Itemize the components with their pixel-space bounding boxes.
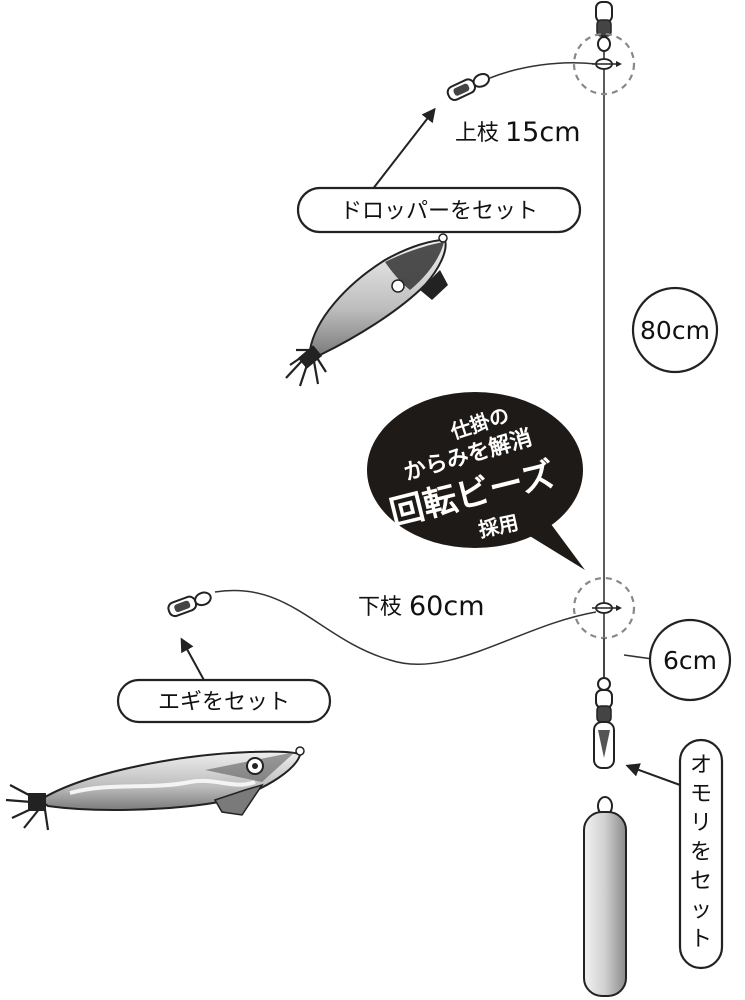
- lower-snap: [167, 591, 212, 618]
- sinker-arrow: [625, 763, 681, 786]
- upper-branch-line: [489, 62, 597, 79]
- upper-branch-text: 上枝: [455, 121, 499, 146]
- upper-branch-label: 上枝 15cm: [455, 117, 581, 148]
- upper-length-text: 15cm: [505, 117, 581, 148]
- sinker-char: ッ: [690, 898, 712, 923]
- dropper-text: ドロッパーをセット: [340, 199, 538, 224]
- egi-text: エギをセット: [158, 690, 290, 715]
- lower-branch-line: [214, 589, 597, 665]
- bottom-length-indicator: 6cm: [623, 618, 732, 702]
- egi-lure: [5, 746, 305, 831]
- dropper-pill: ドロッパーをセット: [296, 186, 582, 234]
- upper-snap: [446, 72, 490, 101]
- dropper-arrow: [371, 107, 436, 191]
- sinker-char: モ: [690, 782, 712, 807]
- top-swivel: [595, 1, 613, 52]
- main-length-circle: 80cm: [631, 286, 719, 374]
- sinker-char: セ: [690, 869, 712, 894]
- main-length-text: 80cm: [640, 316, 710, 345]
- bead-callout-bubble: 仕掛の からみを解消 回転ビーズ 採用: [367, 392, 585, 570]
- sinker-char: オ: [690, 753, 712, 778]
- lower-branch-text: 下枝: [358, 595, 402, 620]
- bottom-length-text: 6cm: [663, 646, 717, 675]
- lower-branch-label: 下枝 60cm: [358, 591, 485, 622]
- sinker-char: リ: [690, 811, 712, 836]
- egi-pill: エギをセット: [116, 678, 332, 724]
- lower-length-text: 60cm: [409, 591, 485, 622]
- sinker-weight: [583, 796, 627, 997]
- bottom-rig: [593, 638, 615, 769]
- sinker-char: ト: [690, 927, 712, 952]
- egi-arrow: [180, 637, 206, 683]
- sinker-char: を: [690, 840, 712, 865]
- dropper-lure: [285, 233, 448, 387]
